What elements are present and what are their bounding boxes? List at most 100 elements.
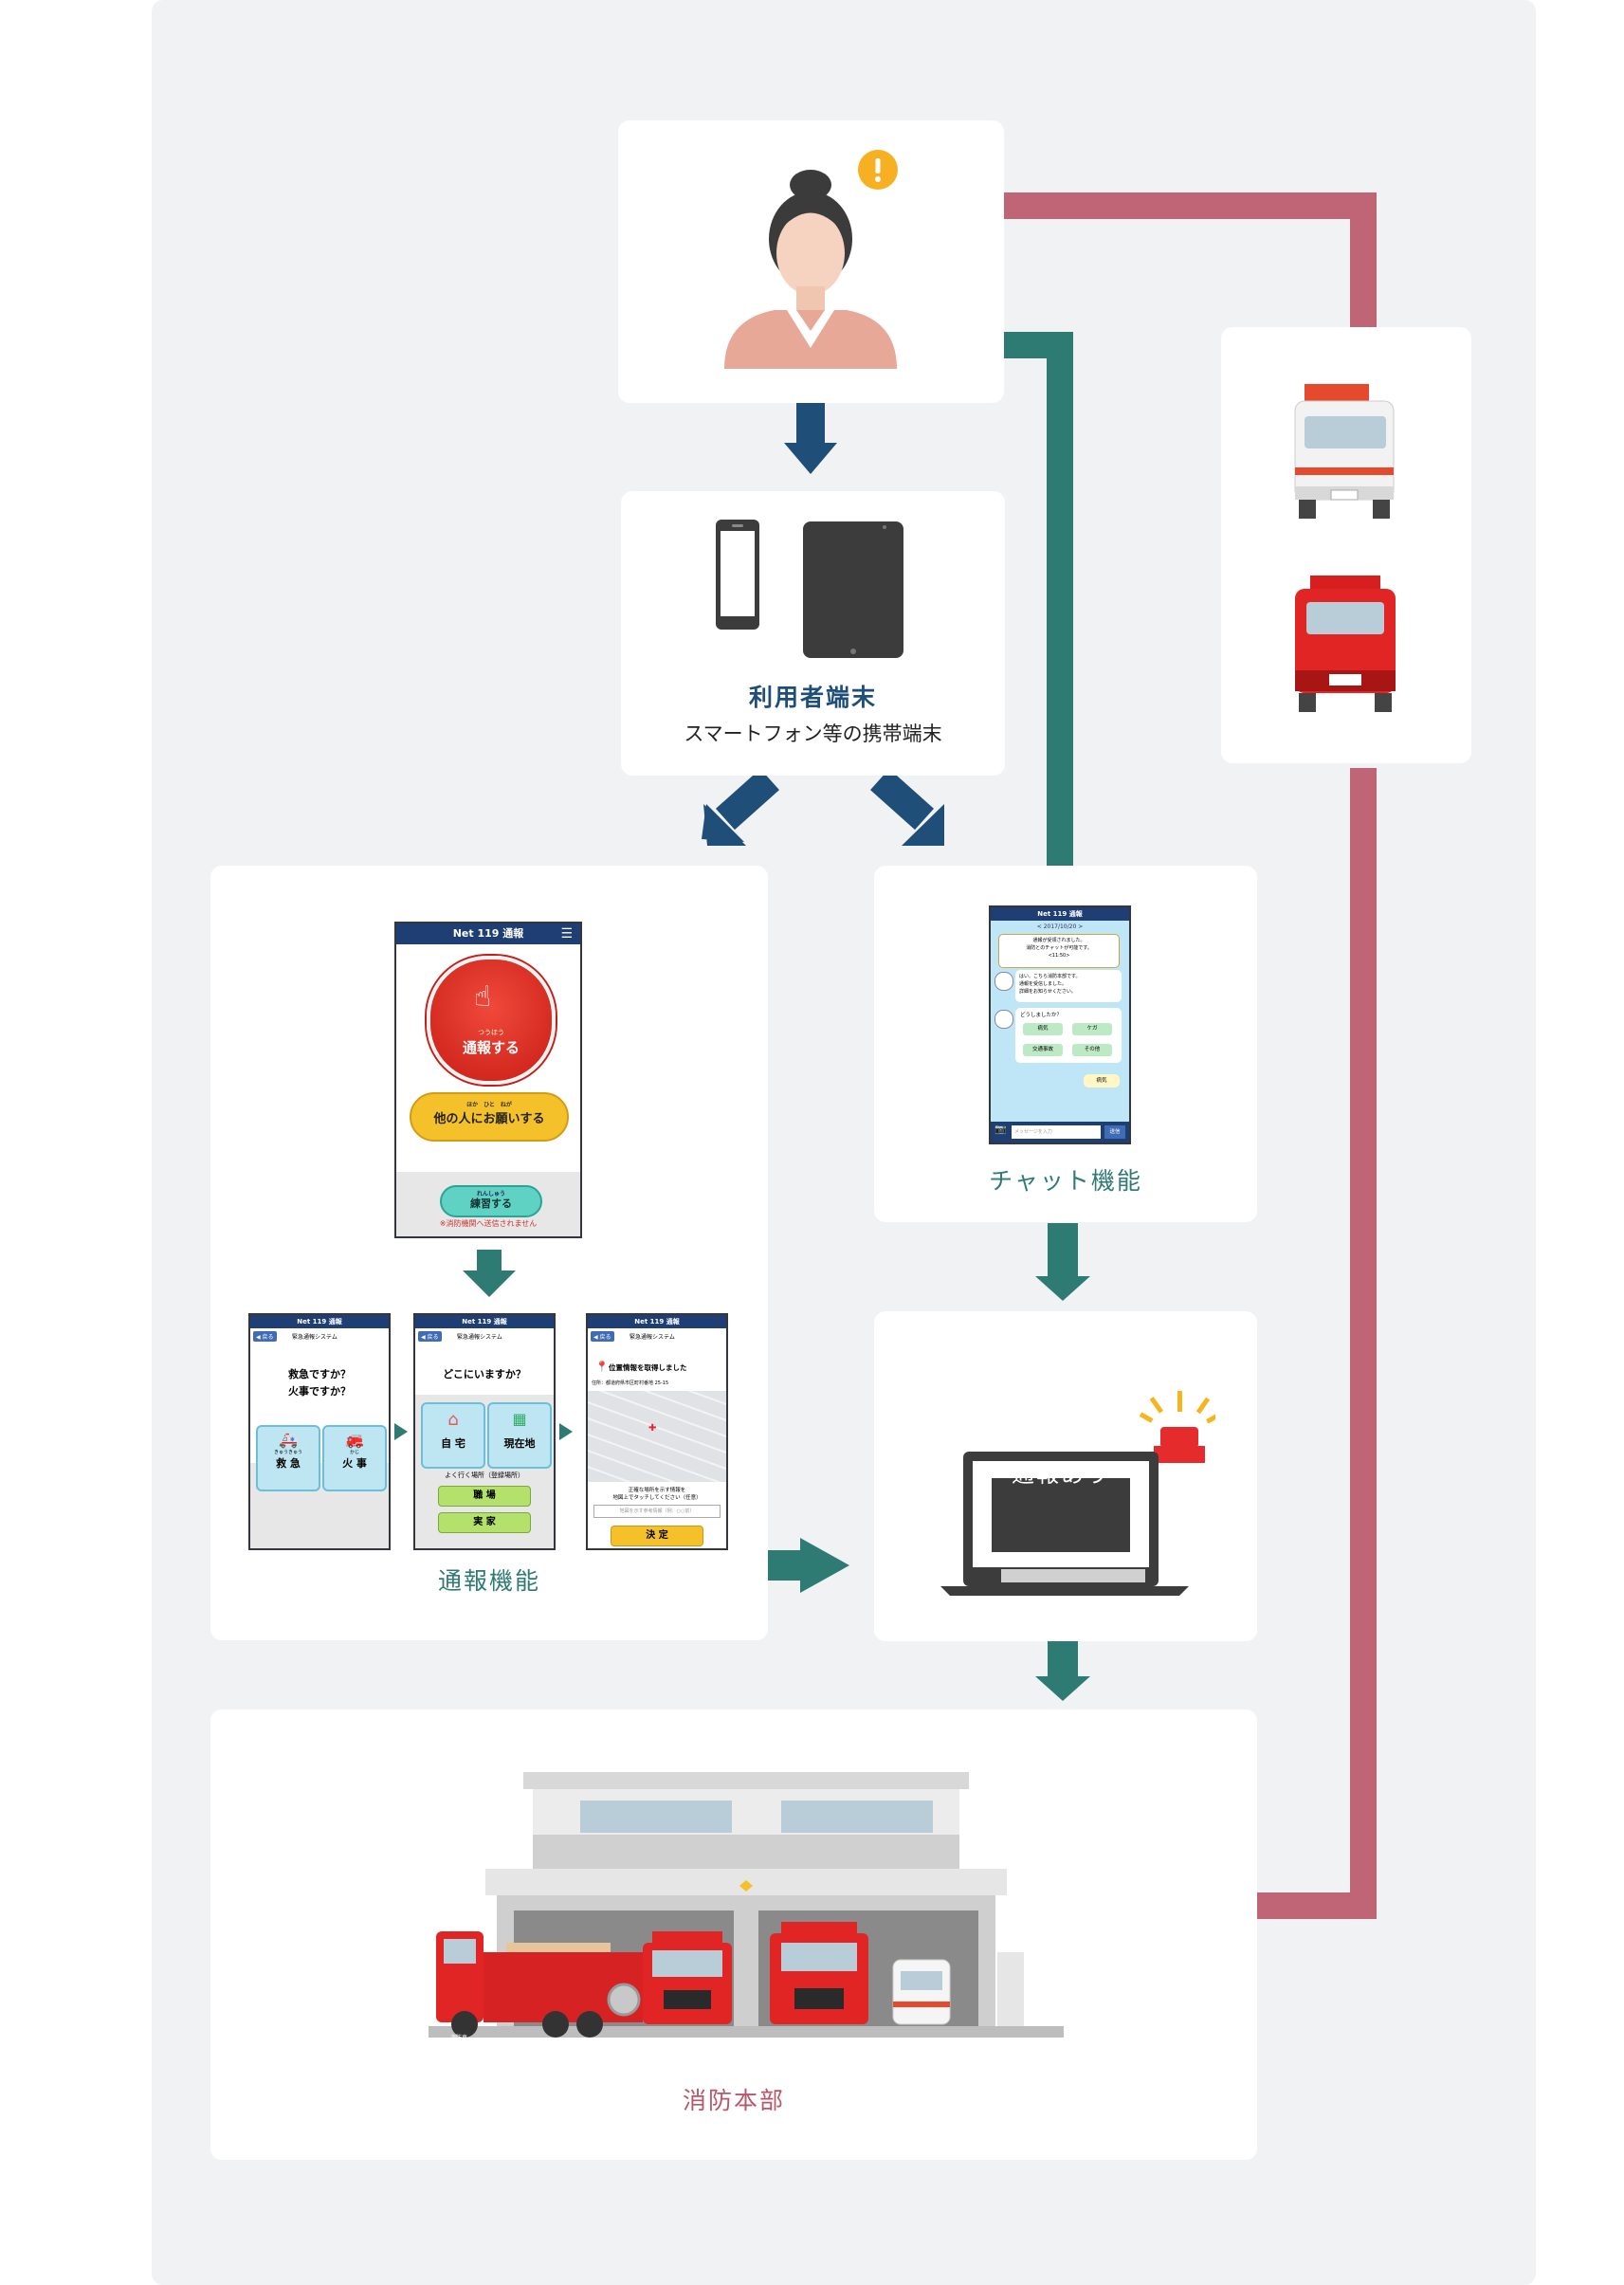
- device-title: 利用者端末: [748, 684, 877, 711]
- ambulance-icon: [1294, 384, 1395, 519]
- practice-ruby: れんしゅう: [476, 1191, 505, 1197]
- device-chat-tip: [902, 804, 944, 846]
- step3-header: ◀ 戻る 緊急通報システム: [588, 1328, 726, 1357]
- step3-info: [588, 1357, 726, 1391]
- chat-caption: チャット機能: [989, 1167, 1142, 1195]
- location-pin-icon: 📍: [595, 1361, 609, 1373]
- device-card: 利用者端末 スマートフォン等の携帯端末: [621, 491, 1005, 776]
- chat-input-bar: 📷 メッセージを入力 送信: [991, 1122, 1129, 1142]
- fire-truck-small-icon: 🚒: [345, 1431, 364, 1449]
- step1-back-button[interactable]: ◀ 戻る: [253, 1331, 277, 1342]
- chat-card: Net 119 通報 < 2017/10/20 > 通報が受領されました。 消防…: [874, 866, 1257, 1222]
- step1-opt1-ruby: きゅうきゅう: [273, 1450, 302, 1455]
- step2-app-bar: Net 119 通報: [415, 1315, 554, 1328]
- step3-status: 位置情報を取得しました: [609, 1363, 687, 1372]
- device-report-shaft: [716, 768, 779, 831]
- step1-question1: 救急ですか？: [288, 1368, 351, 1380]
- chat-console-arrowhead: [1035, 1276, 1090, 1301]
- step2-hint: よく行く場所（登録場所）: [445, 1472, 524, 1479]
- step2-back-button[interactable]: ◀ 戻る: [418, 1331, 442, 1342]
- step1-screen: Net 119 通報 ◀ 戻る 緊急通報システム 救急ですか？ 火事ですか？ 🚑…: [248, 1313, 391, 1550]
- person-card: [618, 120, 1004, 403]
- chat-msg1: 通報が受領されました。: [1032, 938, 1086, 943]
- console-card: 通報あり: [874, 1311, 1257, 1641]
- chat-msg2b: 通報を受信しました。: [1019, 981, 1067, 987]
- step-arrow-2: [559, 1423, 573, 1440]
- step1-fire-button[interactable]: 🚒 かじ 火 事: [322, 1425, 387, 1491]
- ask-label: 他の人にお願いする: [433, 1112, 545, 1126]
- step2-family-button[interactable]: 実 家: [438, 1512, 531, 1533]
- step3-system-label: 緊急通報システム: [630, 1334, 675, 1341]
- step1-system-label: 緊急通報システム: [292, 1334, 338, 1341]
- step1-header: ◀ 戻る 緊急通報システム: [250, 1328, 389, 1357]
- chat-opt2[interactable]: ケガ: [1072, 1023, 1112, 1035]
- step3-app-bar: Net 119 通報: [588, 1315, 726, 1328]
- dispatch-line: [1204, 768, 1377, 1919]
- chat-input[interactable]: メッセージを入力: [1012, 1125, 1101, 1139]
- practice-label: 練習する: [470, 1197, 512, 1210]
- chat-operator-bubble: はい、こちら消防本部です。 通報を受信しました。 詳細をお知らせください。: [1015, 970, 1122, 1002]
- ambulance-small-icon: 🚑: [279, 1431, 298, 1449]
- practice-button[interactable]: れんしゅう 練習する: [440, 1185, 542, 1217]
- report-app-bar: Net 119 通報 ☰: [396, 923, 580, 944]
- step1-opt2-ruby: かじ: [349, 1450, 359, 1455]
- operator-avatar-1: [994, 972, 1013, 991]
- report-flow-arrow-down: [463, 1250, 516, 1297]
- step2-opt2-label: 現在地: [503, 1437, 536, 1450]
- chat-screen: Net 119 通報 < 2017/10/20 > 通報が受領されました。 消防…: [989, 905, 1131, 1144]
- chat-msg1b: 消防とのチャットが可能です。: [1026, 945, 1092, 951]
- step2-body: [415, 1357, 554, 1395]
- step2-opt1-label: 自 宅: [441, 1437, 465, 1450]
- step1-opt2-label: 火 事: [342, 1457, 367, 1470]
- step3-back-button[interactable]: ◀ 戻る: [591, 1331, 614, 1342]
- chat-reply-line: [976, 332, 1073, 882]
- device-chat-shaft: [870, 768, 934, 831]
- step1-ambulance-button[interactable]: 🚑 きゅうきゅう 救 急: [256, 1425, 320, 1491]
- person-illustration: [724, 170, 897, 369]
- person-device-arrowhead: [784, 443, 837, 474]
- chat-send-button[interactable]: 送信: [1104, 1125, 1125, 1139]
- step3-confirm-button[interactable]: 決 定: [611, 1526, 703, 1546]
- chat-opt1[interactable]: 病気: [1023, 1023, 1063, 1035]
- step2-work-button[interactable]: 職 場: [438, 1486, 531, 1507]
- report-main-button[interactable]: ☝ つうほう 通報する: [427, 956, 556, 1085]
- main-button-label: 通報する: [462, 1039, 520, 1056]
- step2-home-button[interactable]: ⌂ 自 宅: [421, 1402, 485, 1469]
- hq-caption: 消防本部: [682, 2087, 785, 2114]
- fire-command-vehicle-icon: [1295, 576, 1396, 712]
- step3-input[interactable]: 地図を示す参考情報（例：○○前）: [593, 1505, 721, 1518]
- report-card: Net 119 通報 ☰ ☝ つうほう 通報する ほか ひと ねが 他の人にお願…: [210, 866, 768, 1640]
- step1-question2: 火事ですか？: [288, 1385, 351, 1398]
- fire-station-illustration: [429, 1772, 1064, 2038]
- step1-app-bar: Net 119 通報: [250, 1315, 389, 1328]
- chat-reply-bubble: 病気: [1084, 1074, 1120, 1088]
- chat-msg3: どうしましたか？: [1020, 1013, 1063, 1018]
- vehicles-card: [1221, 327, 1471, 763]
- tablet-icon: [803, 521, 903, 658]
- report-console-arrowhead: [800, 1538, 849, 1593]
- step3-map[interactable]: ✚: [588, 1391, 726, 1482]
- chat-app-bar: Net 119 通報: [991, 907, 1129, 921]
- step3-note: 正確な場所を示す情報を: [628, 1488, 686, 1493]
- map-marker-icon: ✚: [648, 1423, 657, 1434]
- camera-icon[interactable]: 📷: [994, 1124, 1007, 1135]
- smartphone-icon: [716, 520, 759, 630]
- chat-opt4[interactable]: その他: [1072, 1044, 1112, 1056]
- hq-card: 消防車 消防本部: [210, 1709, 1257, 2160]
- chat-opt3[interactable]: 交通事故: [1023, 1044, 1063, 1056]
- chat-system-bubble: 通報が受領されました。 消防とのチャットが可能です。 <11:50>: [998, 934, 1120, 968]
- operator-avatar-2: [994, 1010, 1013, 1029]
- chat-msg1c: <11:50>: [1048, 953, 1070, 959]
- hq-truck-label: 消防車: [449, 2035, 467, 2041]
- menu-icon[interactable]: ☰: [560, 926, 573, 941]
- ask-other-button[interactable]: ほか ひと ねが 他の人にお願いする: [410, 1092, 569, 1142]
- alert-icon: [858, 150, 898, 190]
- chat-date: < 2017/10/20 >: [1036, 923, 1084, 930]
- step2-system-label: 緊急通報システム: [457, 1334, 502, 1341]
- chat-msg2: はい、こちら消防本部です。: [1019, 974, 1081, 979]
- step-arrow-1: [394, 1423, 408, 1440]
- step2-current-button[interactable]: ▦ 現在地: [487, 1402, 552, 1469]
- chat-console-shaft: [1048, 1223, 1078, 1278]
- step3-screen: Net 119 通報 ◀ 戻る 緊急通報システム 📍 位置情報を取得しました 住…: [586, 1313, 728, 1550]
- step2-header: ◀ 戻る 緊急通報システム: [415, 1328, 554, 1357]
